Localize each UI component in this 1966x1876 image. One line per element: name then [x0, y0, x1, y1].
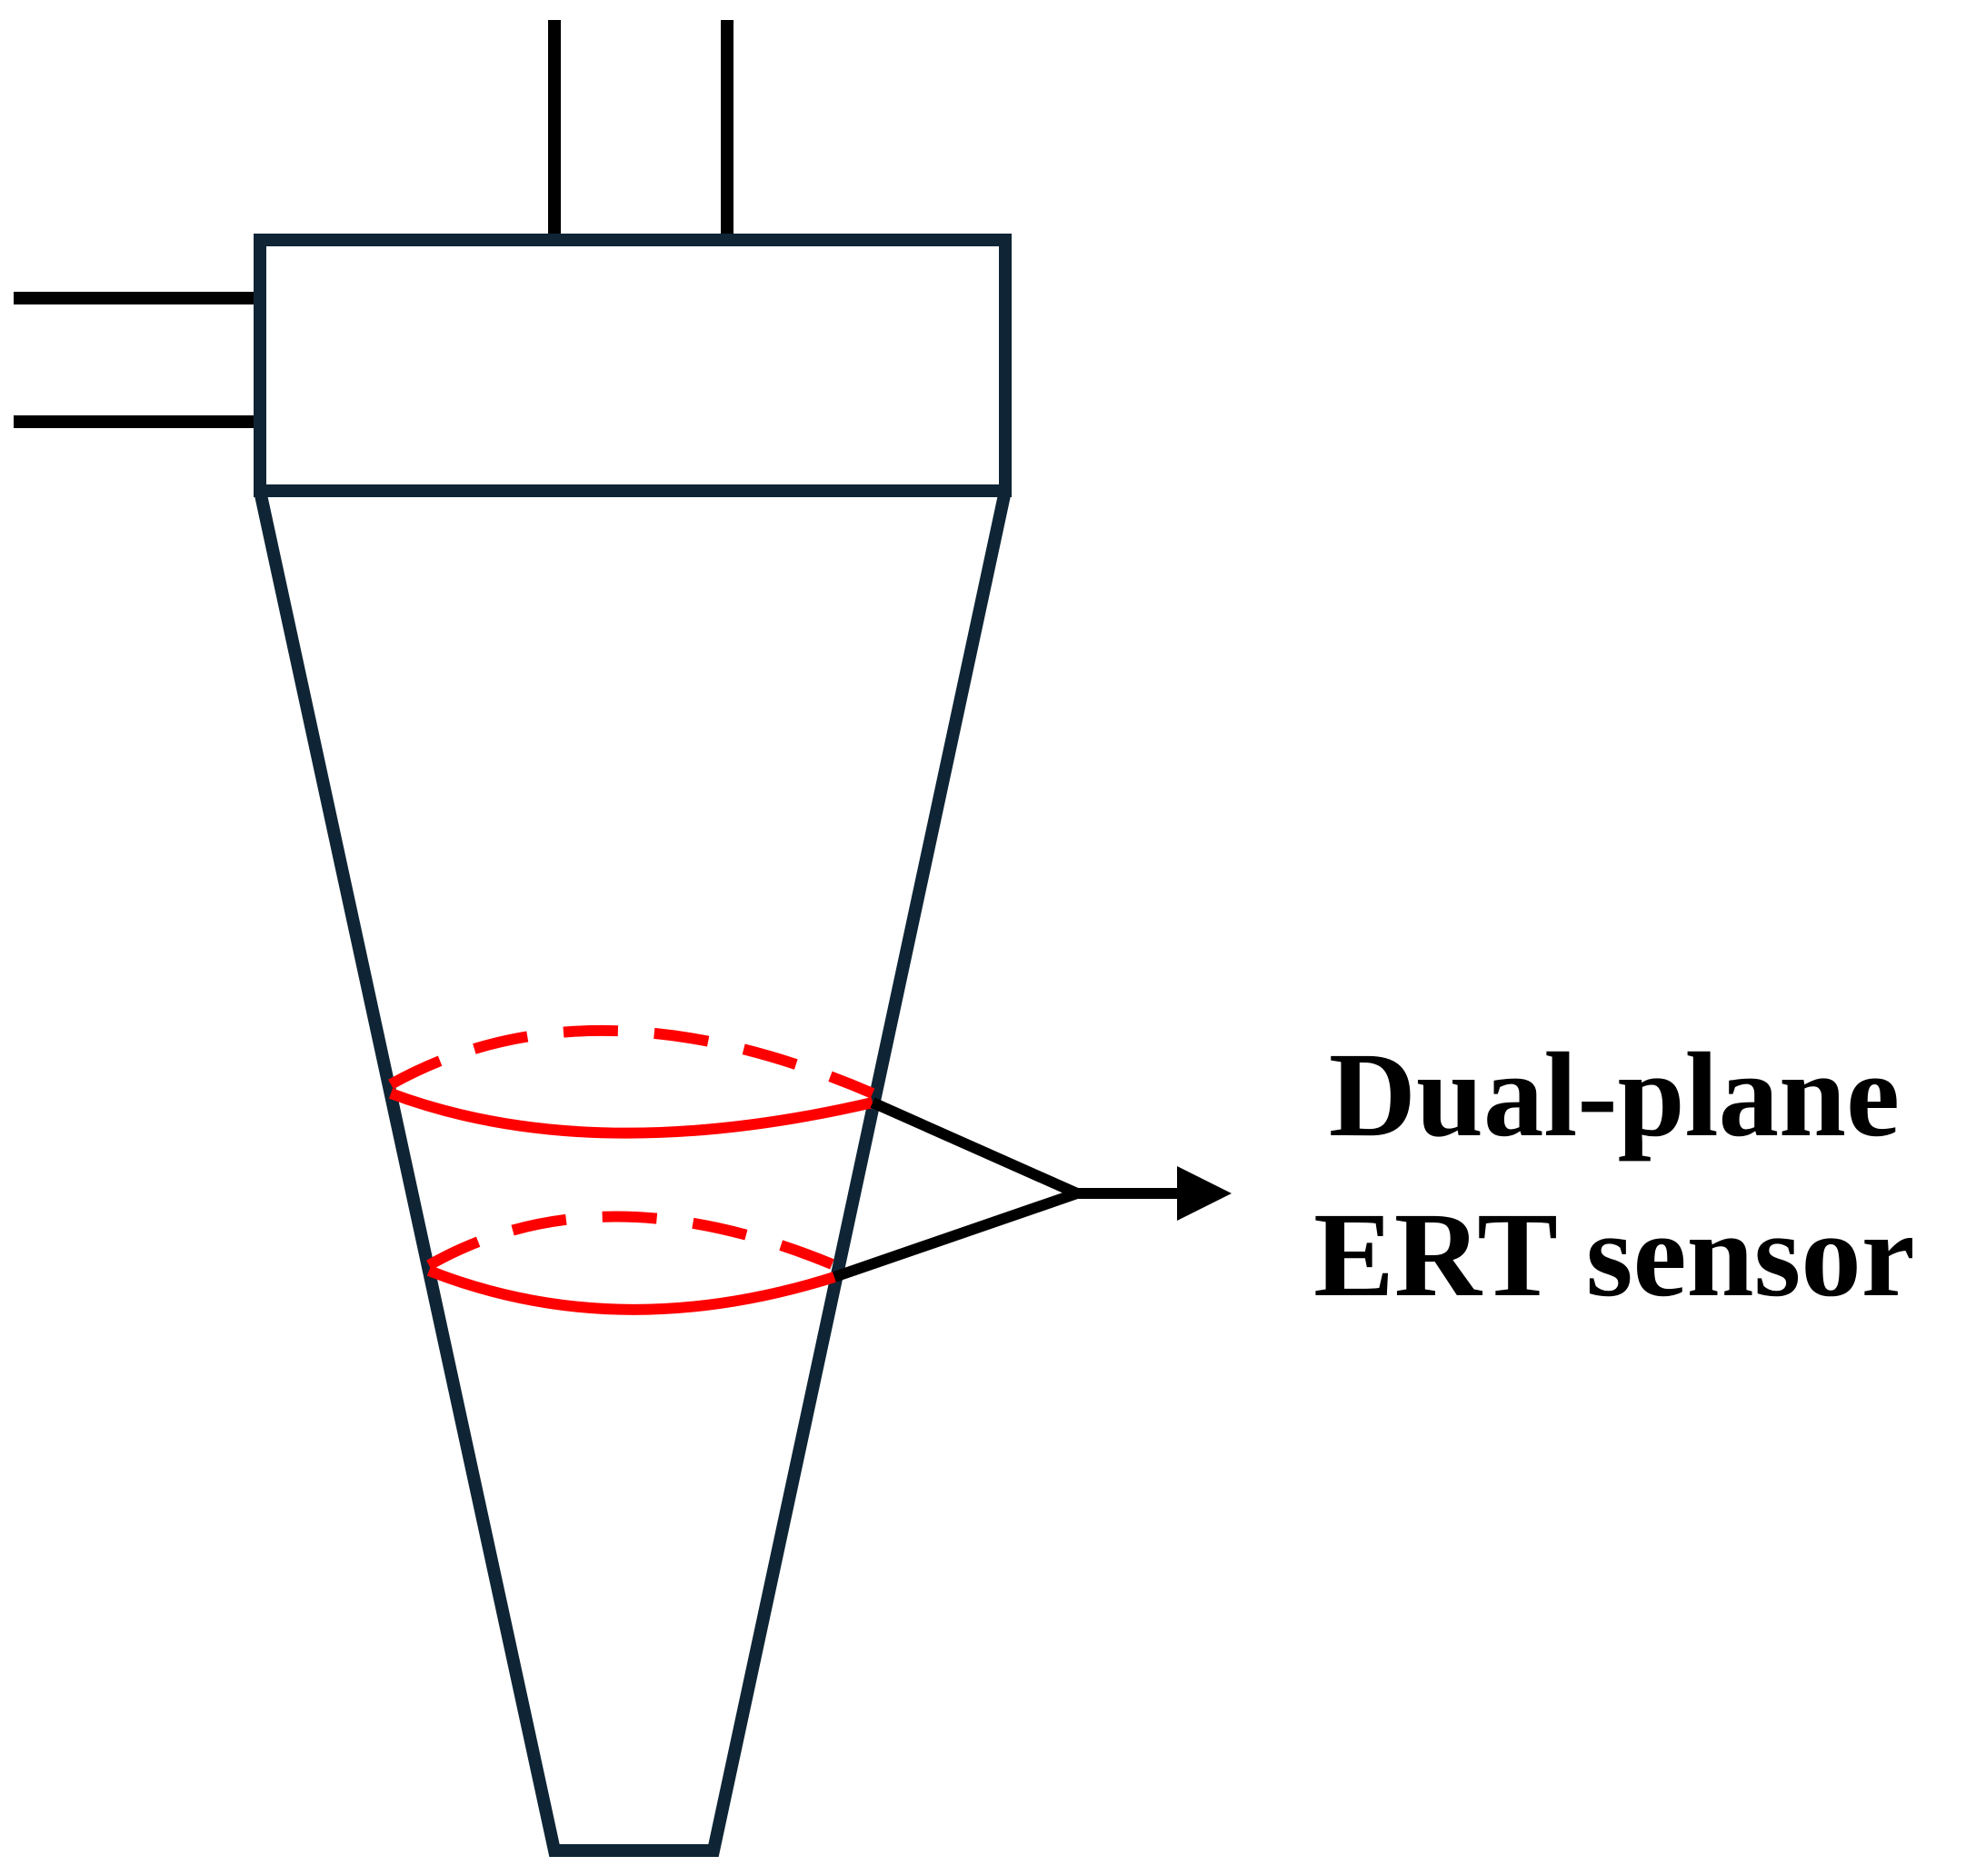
sensor-plane-upper-back: [388, 1025, 875, 1099]
arrow-head-icon: [1177, 1166, 1232, 1221]
sensor-label-line1: Dual-plane: [1329, 1027, 1900, 1162]
sensor-label-line2: ERT sensor: [1313, 1187, 1915, 1322]
overflow-pipe: [548, 20, 734, 240]
conical-section: [254, 489, 1012, 1857]
feed-inlet-pipe: [14, 292, 260, 428]
cylindrical-section: [254, 234, 1012, 497]
label-leader: [833, 1097, 1232, 1282]
leader-line-lower: [833, 1188, 1079, 1282]
leader-line-upper: [870, 1097, 1080, 1199]
sensor-plane-upper: [388, 1025, 875, 1139]
sensor-plane-lower-back: [426, 1211, 837, 1271]
sensor-plane-upper-front: [388, 1088, 874, 1139]
sensor-plane-lower-front: [426, 1265, 836, 1315]
sensor-plane-lower: [426, 1211, 837, 1315]
